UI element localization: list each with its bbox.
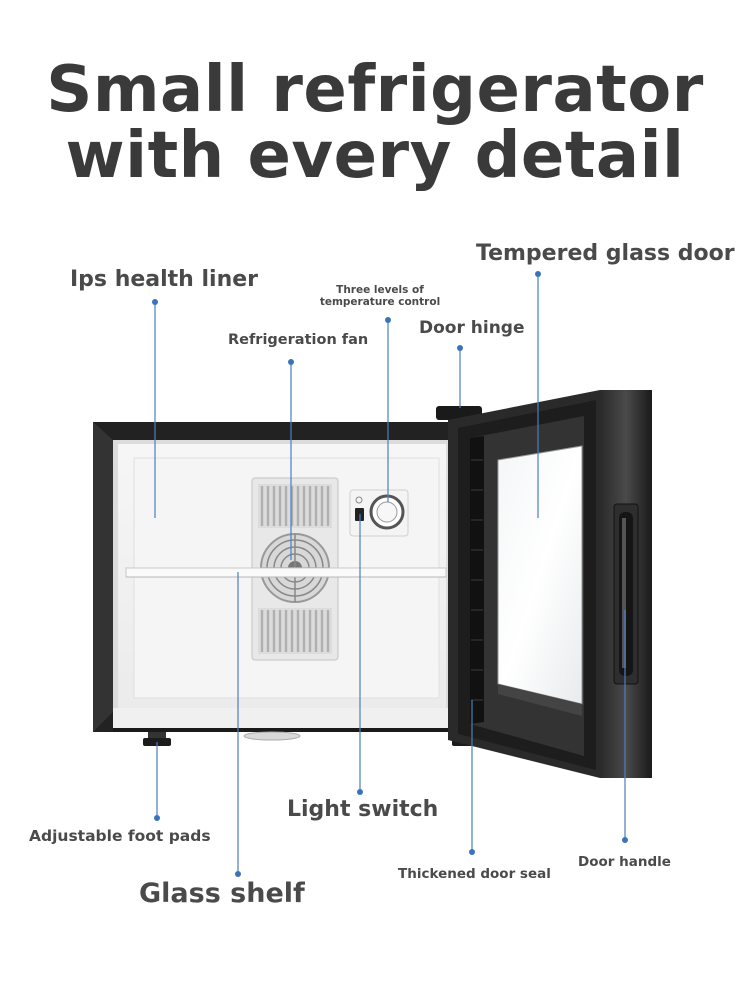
page-title-line-2: with every detail [65, 119, 685, 193]
door-seal [470, 436, 484, 724]
label-light-switch: Light switch [287, 797, 439, 822]
label-temperature-control-line-2: temperature control [319, 296, 441, 308]
temperature-control-panel [349, 489, 409, 537]
rear-foot-icon [243, 731, 301, 741]
fan-vent-top [258, 484, 332, 528]
tempered-glass-door [436, 390, 652, 778]
leader-tempered-glass-door [535, 271, 541, 518]
label-door-hinge: Door hinge [419, 318, 525, 338]
fan-vent-bottom [258, 608, 332, 654]
leader-door-handle [622, 610, 628, 843]
label-ips-health-liner: Ips health liner [70, 267, 259, 292]
leader-glass-shelf [235, 572, 241, 877]
label-door-handle: Door handle [578, 854, 671, 870]
leader-door-hinge [457, 345, 463, 408]
page-title-line-1: Small refrigerator [46, 53, 704, 127]
leader-ips-health-liner [152, 299, 158, 518]
door-handle [613, 503, 639, 685]
leader-thickened-door-seal [469, 700, 475, 855]
label-adjustable-foot-pads: Adjustable foot pads [29, 827, 211, 845]
label-temperature-control-line-1: Three levels of [336, 284, 424, 296]
label-temperature-control: Three levels of temperature control [318, 284, 442, 308]
glass-shelf [125, 567, 447, 578]
callout-leaders [152, 271, 628, 877]
label-thickened-door-seal: Thickened door seal [398, 866, 551, 882]
leader-temperature-control [385, 317, 391, 502]
label-tempered-glass-door: Tempered glass door [476, 241, 735, 266]
leader-adjustable-foot-pads [154, 742, 160, 821]
label-refrigeration-fan: Refrigeration fan [228, 332, 369, 348]
label-glass-shelf: Glass shelf [139, 878, 305, 909]
leader-refrigeration-fan [288, 359, 294, 560]
leader-light-switch [357, 514, 363, 795]
